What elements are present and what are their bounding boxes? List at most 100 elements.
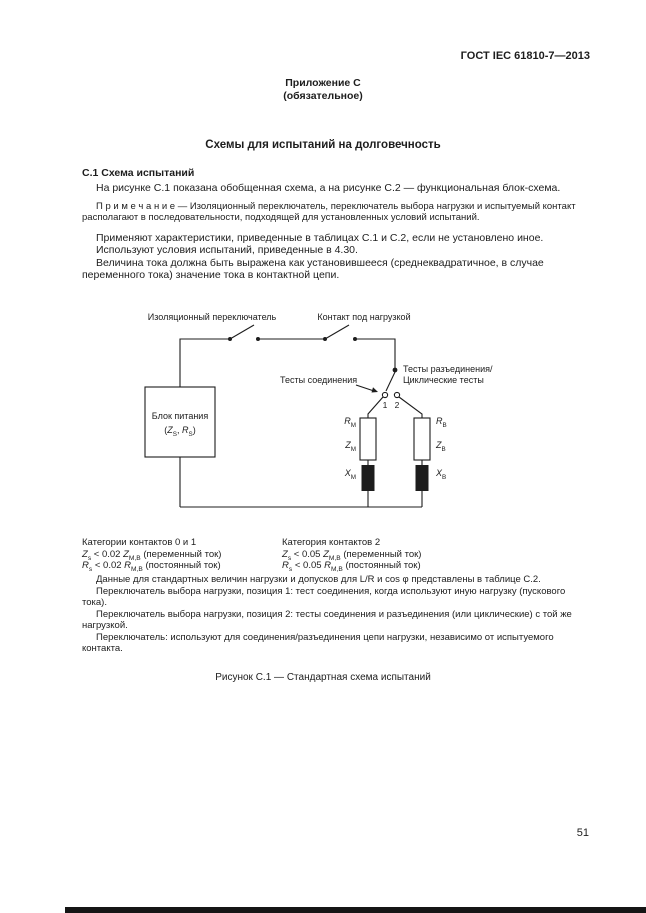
resistor-right-symbol: [413, 417, 431, 461]
annex-block: Приложение С (обязательное): [0, 77, 646, 102]
var-subscript: М,В: [131, 565, 143, 573]
var-subscript: S: [188, 430, 193, 438]
document-title: Схемы для испытаний на долговечность: [205, 139, 441, 151]
condition-header: Категория контактов 2: [282, 537, 381, 548]
paren: (: [164, 425, 168, 435]
figure-note: Переключатель: используют для соединения…: [82, 631, 554, 655]
condition-note: (переменный ток): [340, 548, 422, 560]
circuit-wires: [179, 324, 423, 508]
body-text: На рисунке С.1 показана обобщенная схема…: [82, 182, 590, 282]
paragraph: Величина тока должна быть выражена как у…: [82, 256, 544, 282]
contact-category-conditions: Категории контактов 0 и 1 Zs < 0.02 ZМ,В…: [82, 537, 482, 573]
var-symbol: R: [436, 416, 443, 426]
var-symbol: R: [324, 560, 332, 571]
var-subscript: В: [442, 473, 447, 481]
isolation-switch-lever: [229, 324, 255, 340]
contact-dots: [228, 337, 398, 393]
condition-formula: Zs < 0.05 ZМ,В (переменный ток): [282, 548, 482, 562]
power-supply-label: Блок питания (ZS, RS): [145, 409, 215, 437]
var-symbol: R: [344, 416, 351, 426]
resistor-left-symbol: [359, 417, 377, 461]
var-symbol: X: [436, 468, 443, 478]
condition-formula: Zs < 0.02 ZМ,В (переменный ток): [82, 548, 282, 562]
reactance-left-symbol: [361, 465, 375, 491]
bottom-wire: [179, 457, 422, 508]
var-symbol: X: [344, 468, 351, 478]
annex-title: Приложение С: [285, 77, 361, 89]
var-subscript: s: [88, 565, 93, 573]
condition-note: (постоянный ток): [142, 560, 221, 571]
reactance-right-label: XВ: [436, 468, 464, 481]
figure-note: Переключатель выбора нагрузки, позиция 1…: [82, 585, 566, 609]
condition-formula: Rs < 0.02 RМ,В (постоянный ток): [82, 560, 282, 573]
separator: ,: [176, 425, 182, 435]
var-subscript: М,В: [128, 554, 141, 562]
top-wire: [179, 338, 396, 387]
figure-caption: Рисунок С.1 — Стандартная схема испытани…: [215, 672, 431, 683]
reactance-right-symbol: [415, 465, 429, 491]
var-symbol: R: [124, 560, 132, 571]
standard-code-header: ГОСТ IEC 61810-7—2013: [460, 50, 590, 62]
condition-note: (переменный ток): [140, 548, 222, 560]
var-subscript: s: [288, 565, 293, 573]
resistor-right-label: RВ: [436, 416, 464, 429]
operator: < 0.02: [92, 560, 125, 571]
condition-note: (постоянный ток): [342, 560, 421, 571]
var-subscript: В: [441, 445, 446, 453]
figure-notes: Данные для стандартных величин нагрузки …: [82, 574, 590, 655]
paragraph: Используют условия испытаний, приведенны…: [96, 244, 358, 256]
disconnect-tests-line2: Циклические тесты: [403, 375, 484, 385]
page-bottom-edge: [65, 907, 646, 913]
selector-node-2: [393, 391, 401, 399]
annex-status: (обязательное): [283, 89, 363, 102]
junction-dot: [392, 367, 398, 373]
arrowhead: [371, 387, 378, 393]
operator: < 0.02: [91, 548, 124, 560]
var-symbol: Z: [345, 440, 351, 450]
condition-header: Категории контактов 0 и 1: [82, 537, 197, 548]
contact-dot: [323, 337, 327, 341]
var-symbol: Z: [323, 548, 329, 560]
note-paragraph: П р и м е ч а н и е — Изоляционный перек…: [82, 200, 576, 223]
contact-dot: [228, 337, 232, 341]
contact-dot: [256, 337, 260, 341]
var-subscript: М,В: [331, 565, 343, 573]
selector-position-1-label: 1: [382, 400, 388, 410]
selector-node-1: [381, 391, 389, 399]
resistor-left-label: RМ: [328, 416, 356, 429]
var-symbol: Z: [167, 425, 173, 435]
operator: < 0.05: [291, 548, 324, 560]
connect-tests-label: Тесты соединения: [280, 375, 358, 385]
var-subscript: S: [172, 430, 177, 438]
var-subscript: s: [87, 554, 92, 562]
selector-position-2-label: 2: [394, 400, 400, 410]
impedance-left-label: ZМ: [328, 440, 356, 453]
paragraph: Применяют характеристики, приведенные в …: [96, 231, 544, 244]
paren: ): [192, 425, 196, 435]
var-subscript: М,В: [328, 554, 341, 562]
page-number: 51: [576, 827, 589, 839]
var-symbol: R: [182, 425, 189, 435]
component-outlines: [144, 386, 431, 461]
isolation-switch-label: Изоляционный переключатель: [147, 312, 277, 322]
operator: < 0.05: [292, 560, 325, 571]
branch-wires: [367, 460, 423, 507]
section-heading: С.1 Схема испытаний: [82, 167, 195, 179]
selector-switch-lever: [385, 371, 396, 392]
connect-tests-pointer-line: [355, 384, 375, 392]
condition-formula: Rs < 0.05 RМ,В (постоянный ток): [282, 560, 482, 573]
power-supply-name: Блок питания: [151, 411, 209, 421]
var-symbol: R: [282, 560, 289, 571]
reactance-symbols: [361, 465, 429, 491]
var-subscript: М: [350, 445, 356, 453]
reactance-left-label: XМ: [328, 468, 356, 481]
disconnect-tests-label: Тесты разъединения/ Циклические тесты: [403, 364, 493, 386]
var-subscript: М: [350, 421, 356, 429]
load-contact-lever: [324, 324, 350, 340]
category-0-1-conditions: Категории контактов 0 и 1 Zs < 0.02 ZМ,В…: [82, 537, 282, 573]
var-symbol: R: [82, 560, 89, 571]
var-subscript: В: [442, 421, 447, 429]
var-subscript: М: [350, 473, 356, 481]
power-supply-symbols: (ZS, RS): [145, 423, 215, 437]
